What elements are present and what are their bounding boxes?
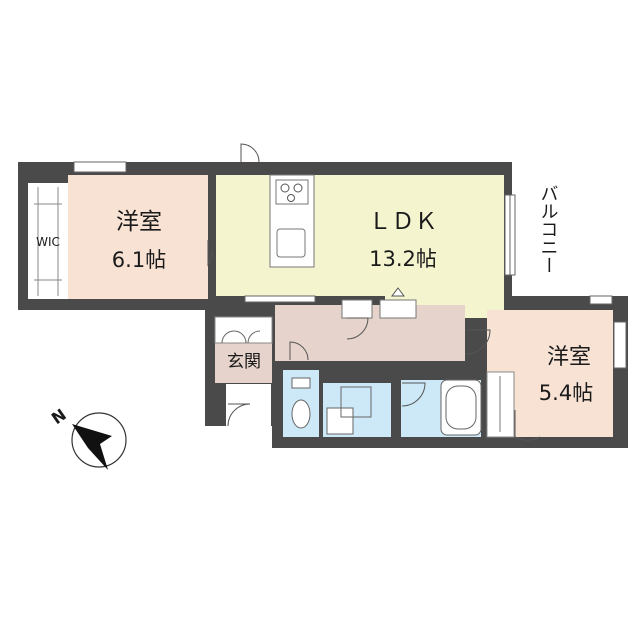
western-room-1-area — [68, 175, 208, 299]
shoe-closet-doors — [221, 330, 261, 344]
compass-north-label: N — [48, 405, 70, 428]
ldk-size: 13.2帖 — [369, 247, 437, 271]
balcony-sliding-door — [504, 194, 516, 276]
window-room2-right — [613, 321, 627, 369]
shoe-closet — [214, 316, 273, 344]
kitchen-counter — [269, 174, 315, 268]
windows — [73, 161, 627, 369]
ldk-shelf — [379, 299, 417, 319]
entrance-name: 玄関 — [227, 352, 261, 372]
labels: 洋室 6.1帖 ＬＤＫ 13.2帖 バルコニー WIC 玄関 洋室 5.4帖 — [36, 184, 593, 405]
ldk-storage — [341, 299, 373, 319]
washbasin-icon — [326, 386, 372, 435]
wic-shelves — [34, 187, 62, 296]
window-room2-top — [589, 295, 613, 305]
sink-icon — [276, 228, 306, 258]
ldk-name: ＬＤＫ — [369, 209, 438, 235]
service-door — [240, 143, 260, 163]
balcony-name: バルコニー — [538, 184, 559, 274]
ldk-vent-icon — [391, 287, 405, 297]
compass: N — [48, 405, 127, 470]
door-swings — [207, 143, 541, 441]
closet-door — [514, 410, 541, 441]
room2-door — [465, 329, 491, 355]
western-room-1-size: 6.1帖 — [112, 248, 166, 272]
window-room1-top — [73, 161, 127, 173]
balcony-area — [517, 175, 584, 293]
storage-door — [346, 317, 369, 340]
ldk-area — [216, 175, 504, 296]
hall-door — [289, 341, 309, 361]
western-room-2-name: 洋室 — [547, 345, 591, 370]
wic-name: WIC — [36, 235, 60, 249]
window-ldk-bottom — [244, 295, 316, 303]
compass-arrow-icon — [72, 424, 112, 470]
bathtub-icon — [440, 379, 482, 436]
stove-icon — [275, 179, 309, 205]
washroom-door — [401, 382, 426, 407]
room1-door — [207, 240, 213, 267]
entrance-porch — [226, 384, 271, 428]
western-room-1-name: 洋室 — [116, 209, 162, 235]
toilet-icon — [291, 377, 311, 429]
western-room-2-size: 5.4帖 — [539, 381, 593, 405]
entrance-door — [227, 403, 251, 427]
